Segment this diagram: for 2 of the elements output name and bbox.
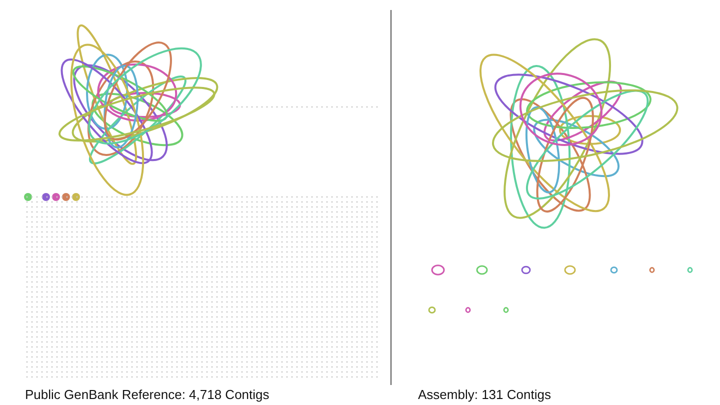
panel-caption: Assembly: 131 Contigs (418, 387, 551, 402)
panel-caption: Public GenBank Reference: 4,718 Contigs (25, 387, 270, 402)
